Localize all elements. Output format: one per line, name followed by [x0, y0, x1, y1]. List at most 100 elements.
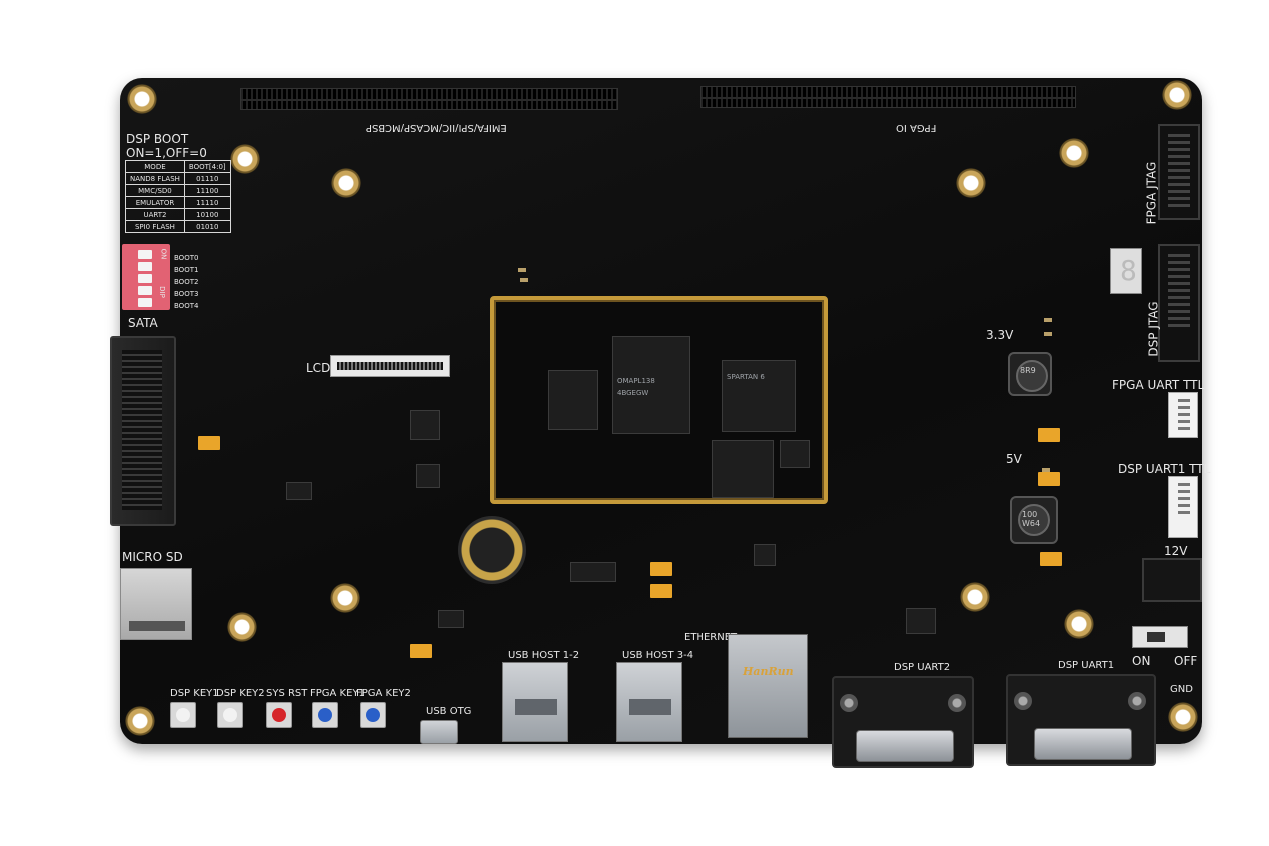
button-cap [366, 708, 380, 722]
ic-chip [286, 482, 312, 500]
power-inductor: 100 W64 [1010, 496, 1058, 544]
dsp-uart1-ttl-label: DSP UART1 TTL [1118, 462, 1211, 476]
db9-screw [840, 694, 858, 712]
dsp-key2-button[interactable] [217, 702, 243, 728]
dip-switch-lever[interactable] [138, 274, 152, 283]
usb-otg-port[interactable] [420, 720, 458, 744]
dsp-chip [548, 370, 598, 430]
usb-host-34-label: USB HOST 3-4 [622, 650, 694, 661]
pcb-board: EMIFA/SPI/IIC/MCASP/MCBSP FPGA IO DSP BO… [110, 78, 1210, 768]
boot-table-cell: 11110 [183, 196, 231, 209]
mounting-hole [956, 168, 986, 198]
header-label-emifa: EMIFA/SPI/IIC/MCASP/MCBSP [366, 122, 507, 133]
sys-rst-button[interactable] [266, 702, 292, 728]
mounting-hole [1162, 80, 1192, 110]
boot-table-cell: UART2 [125, 208, 185, 221]
button-cap [223, 708, 237, 722]
dip-pin-label: BOOT0 [174, 254, 199, 262]
ethernet-jack[interactable]: HanRun [728, 634, 808, 738]
ethernet-brand: HanRun [743, 665, 794, 678]
ram-label: 4BGEGW [617, 389, 649, 397]
power-inductor: 8R9 [1008, 352, 1052, 396]
dsp-uart1-ttl-connector[interactable] [1168, 476, 1198, 538]
small-chip [780, 440, 810, 468]
mounting-hole [331, 168, 361, 198]
processor-label: OMAPL138 [617, 377, 655, 385]
db9-screw [1014, 692, 1032, 710]
sata-connector[interactable] [110, 336, 176, 526]
button-label: DSP KEY2 [216, 688, 265, 699]
db9-shell [1034, 728, 1132, 760]
fpga-uart-connector[interactable] [1168, 392, 1198, 438]
mounting-hole [227, 612, 257, 642]
label-5v: 5V [1006, 452, 1022, 466]
dip-pin-label: BOOT4 [174, 302, 199, 310]
boot-table-cell: NAND8 FLASH [125, 172, 185, 185]
fpga-chip: SPARTAN 6 [722, 360, 796, 432]
ic-chip [416, 464, 440, 488]
button-cap [318, 708, 332, 722]
ic-chip [438, 610, 464, 628]
boot-table-row: NAND8 FLASH 01110 [125, 172, 231, 185]
ic-chip [754, 544, 776, 566]
dip-label: DIP [157, 286, 166, 298]
dip-pin-label: BOOT2 [174, 278, 199, 286]
tantalum-capacitor [1038, 428, 1060, 442]
dip-switch-lever[interactable] [138, 262, 152, 271]
dsp-uart1-db9-connector[interactable] [1006, 674, 1156, 766]
memory-chip [712, 440, 774, 498]
inductor-marking: 8R9 [1020, 366, 1036, 375]
boot-dip-switch[interactable]: ON DIP [122, 244, 170, 310]
boot-table-header-cell: MODE [125, 160, 185, 173]
smd-component [520, 278, 528, 282]
smd-component [518, 268, 526, 272]
fpga-key1-button[interactable] [312, 702, 338, 728]
db9-shell [856, 730, 954, 762]
boot-table-row: EMULATOR 11110 [125, 196, 231, 209]
tantalum-capacitor [650, 584, 672, 598]
dsp-key1-button[interactable] [170, 702, 196, 728]
dsp-jtag-label: DSP JTAG [1146, 301, 1161, 357]
tantalum-capacitor [1038, 472, 1060, 486]
switch-off-label: OFF [1174, 654, 1198, 668]
mounting-hole [1064, 609, 1094, 639]
boot-table-header-cell: BOOT[4:0] [183, 160, 231, 173]
dip-switch-lever[interactable] [138, 250, 152, 259]
dsp-uart2-label: DSP UART2 [894, 662, 951, 673]
dsp-jtag-connector[interactable] [1158, 244, 1200, 362]
fpga-jtag-label: FPGA JTAG [1144, 161, 1159, 225]
header-label-fpga-io: FPGA IO [896, 122, 937, 133]
fpga-jtag-connector[interactable] [1158, 124, 1200, 220]
boot-table-row: SPI0 FLASH 01010 [125, 220, 231, 233]
boot-table-cell: MMC/SD0 [125, 184, 185, 197]
dip-switch-lever[interactable] [138, 286, 152, 295]
button-cap [176, 708, 190, 722]
inductor-marking: 100 W64 [1022, 510, 1041, 528]
boot-table-cell: 11100 [183, 184, 231, 197]
dsp-boot-title: DSP BOOT [126, 132, 189, 146]
mounting-hole [127, 84, 157, 114]
usb-otg-label: USB OTG [426, 706, 472, 717]
mounting-hole [330, 583, 360, 613]
fpga-uart-label: FPGA UART TTL [1112, 378, 1205, 392]
usb-host-1-2-port[interactable] [502, 662, 568, 742]
button-cap [272, 708, 286, 722]
tantalum-capacitor [1040, 552, 1062, 566]
boot-table-row: MMC/SD0 11100 [125, 184, 231, 197]
core-module: OMAPL138 4BGEGW SPARTAN 6 [490, 296, 828, 504]
lcd-connector[interactable] [330, 355, 450, 377]
power-switch[interactable] [1132, 626, 1188, 648]
dc-power-jack[interactable] [1142, 558, 1202, 602]
sata-label: SATA [128, 316, 158, 330]
button-label: SYS RST [266, 688, 308, 699]
tantalum-capacitor [650, 562, 672, 576]
tantalum-capacitor [198, 436, 220, 450]
dip-switch-lever[interactable] [138, 298, 152, 307]
usb-host-3-4-port[interactable] [616, 662, 682, 742]
micro-sd-slot[interactable] [120, 568, 192, 640]
smd-component [1044, 332, 1052, 336]
label-3v3: 3.3V [986, 328, 1014, 342]
dsp-uart2-db9-connector[interactable] [832, 676, 974, 768]
fpga-key2-button[interactable] [360, 702, 386, 728]
expansion-header-emifa [240, 88, 618, 110]
